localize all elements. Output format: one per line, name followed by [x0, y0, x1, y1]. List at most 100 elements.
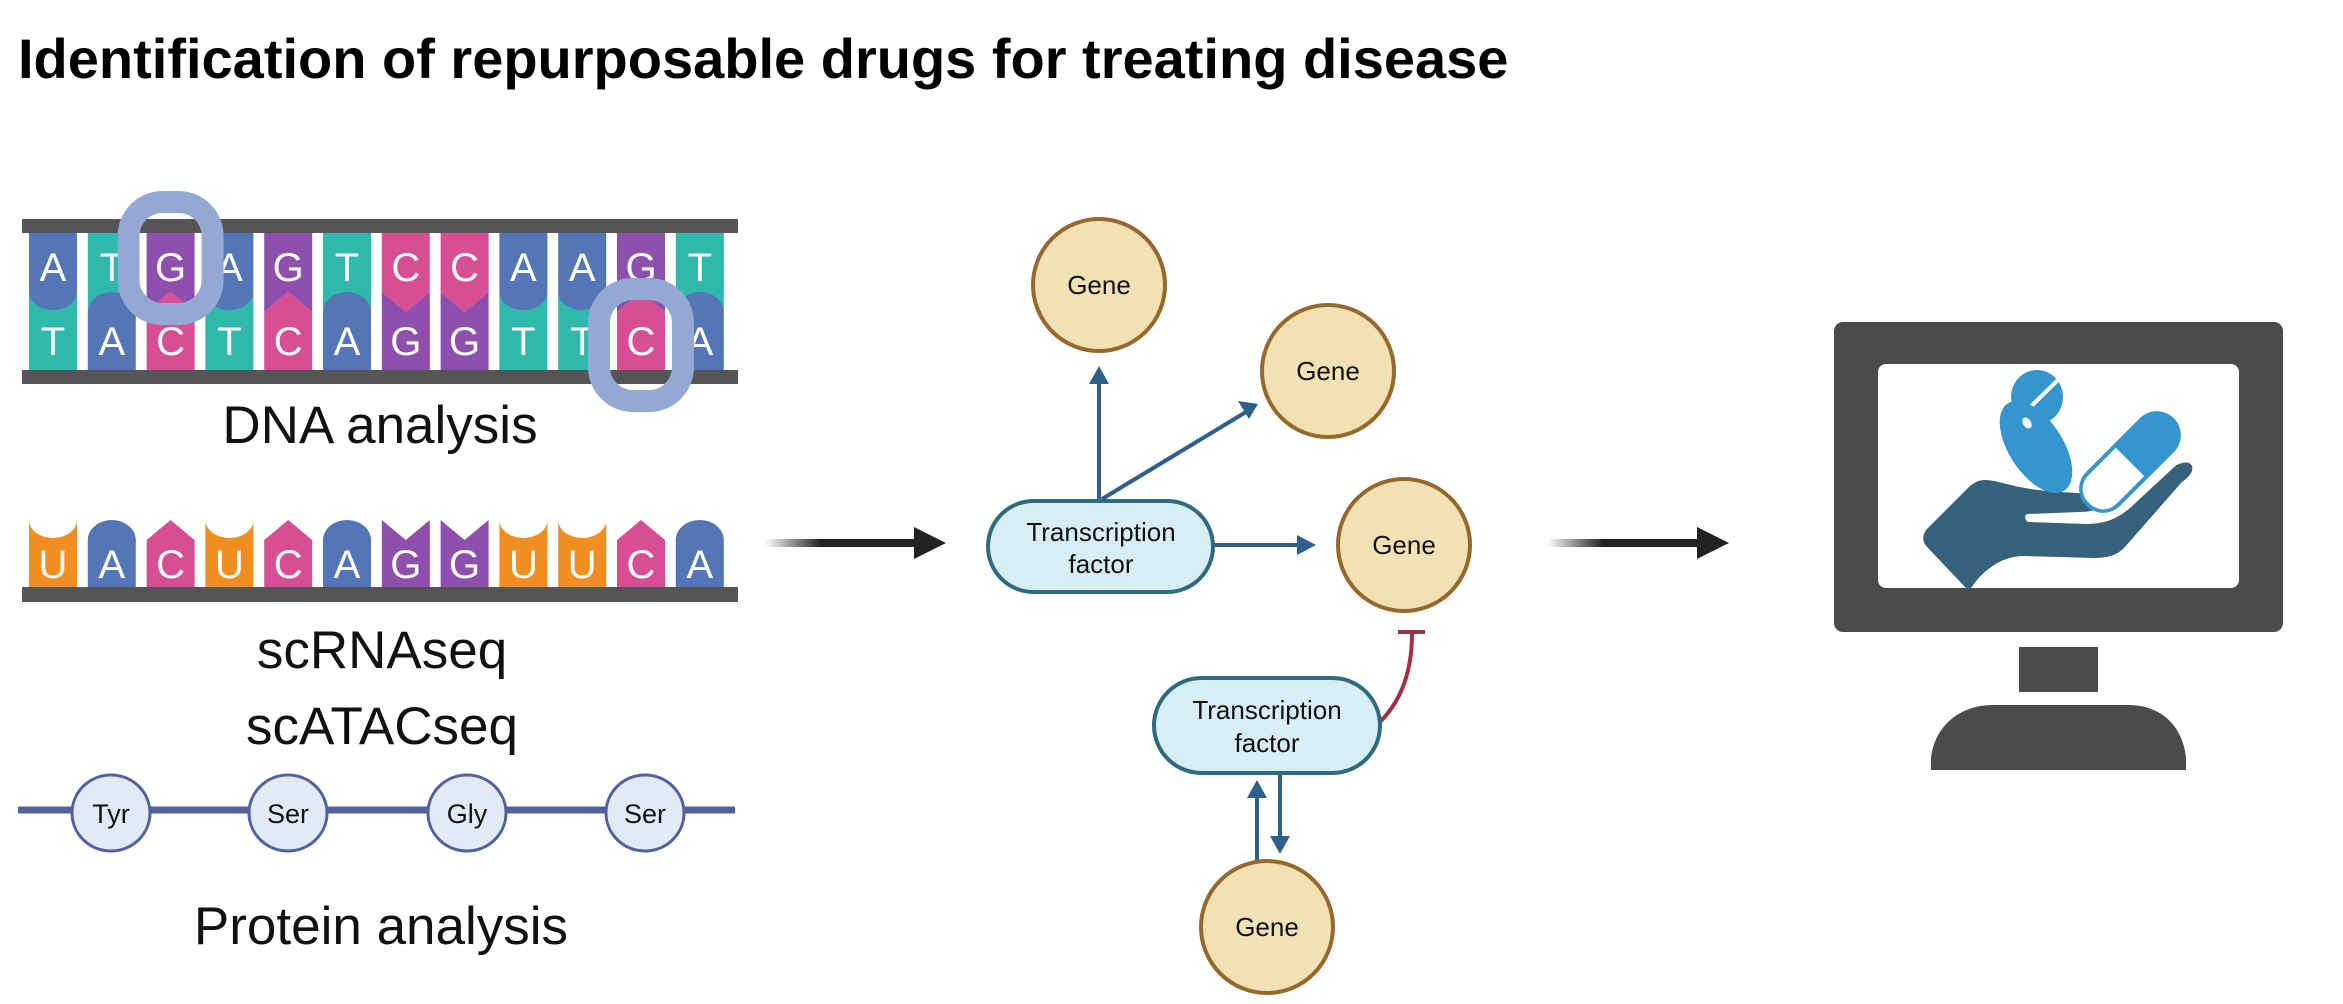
dna-top-base-9: A	[558, 233, 607, 312]
dna-bottom-base-letter: A	[334, 320, 361, 364]
dna-bottom-base-5: A	[323, 292, 371, 370]
edge-tf-to-gene-2-head	[1238, 401, 1258, 419]
oval-tablet	[1999, 400, 2073, 494]
rna-base-U-shape	[499, 520, 548, 587]
monitor-hand-pills-icon	[1834, 322, 2283, 770]
gene-node-4: Gene	[1199, 859, 1335, 995]
capsule	[2079, 411, 2181, 513]
rna-base-letter: A	[686, 543, 713, 587]
rna-base-A-shape	[675, 520, 724, 587]
dna-bottom-base-letter: T	[217, 320, 241, 364]
amino-acid-label: Ser	[624, 799, 666, 829]
monitor-neck	[2019, 647, 2098, 692]
rna-backbone	[22, 587, 738, 602]
amino-acid-label: Ser	[267, 799, 309, 829]
edge-tf-to-gene-3-head	[1297, 535, 1316, 555]
dna-top-base-7: C	[440, 233, 489, 312]
dna-bottom-base-C-shape	[264, 292, 313, 370]
rna-base-letter: G	[449, 543, 480, 587]
dna-top-base-A-shape	[499, 233, 548, 312]
gene-node-1: Gene	[1031, 217, 1167, 353]
dna-analysis-label: DNA analysis	[222, 396, 537, 455]
rna-base-8: U	[499, 520, 548, 587]
rna-base-C-shape	[264, 520, 313, 587]
rna-base-letter: C	[156, 543, 185, 587]
dna-top-base-letter: A	[569, 246, 596, 290]
dna-bottom-base-letter: G	[390, 320, 421, 364]
scrnaseq-label: scRNAseq	[257, 621, 507, 680]
rna-base-U-shape	[29, 520, 77, 587]
amino-acid-label: Tyr	[92, 799, 130, 829]
flow-arrow-1-head	[914, 527, 946, 559]
dna-top-base-letter: C	[391, 246, 420, 290]
rna-base-letter: A	[98, 543, 125, 587]
gene-4-label: Gene	[1235, 912, 1299, 942]
rna-base-letter: G	[390, 543, 421, 587]
dna-top-base-letter: T	[688, 246, 712, 290]
dna-top-base-0: A	[29, 233, 77, 312]
dna-highlight-rings	[117, 191, 694, 412]
rna-base-11: A	[675, 520, 724, 587]
amino-acid-circle	[70, 773, 152, 853]
figure-title: Identification of repurposable drugs for…	[18, 27, 1508, 90]
flow-arrow-2-head	[1697, 527, 1729, 559]
rna-base-U-shape	[558, 520, 607, 587]
dna-bottom-base-G-shape	[381, 292, 430, 370]
dna-top-base-A-shape	[558, 233, 607, 312]
rna-base-letter: U	[568, 543, 597, 587]
dna-bottom-base-letter: C	[274, 320, 303, 364]
rna-base-9: U	[558, 520, 607, 587]
transcription-factor-node-1: Transcription factor	[986, 499, 1215, 594]
dna-bottom-base-6: G	[381, 292, 430, 370]
dna-bottom-base-letter: G	[449, 320, 480, 364]
rna-base-5: A	[323, 520, 371, 587]
rna-base-letter: C	[627, 543, 656, 587]
edge-tf2-to-gene-4-head	[1270, 836, 1290, 854]
dna-bottom-base-A-shape	[323, 292, 371, 370]
dna-bottom-base-4: C	[264, 292, 313, 370]
network-edges	[1089, 366, 1425, 862]
monitor-base	[1931, 705, 2186, 770]
dna-bottom-base-3: T	[205, 292, 254, 370]
dna-bottom-base-T-shape	[29, 292, 77, 370]
rna-base-letter: C	[274, 543, 303, 587]
gene-3-label: Gene	[1372, 530, 1436, 560]
dna-bottom-base-A-shape	[87, 292, 136, 370]
rna-base-A-shape	[87, 520, 136, 587]
dna-top-base-letter: G	[155, 246, 186, 290]
amino-acid-tyr: Tyr	[70, 773, 152, 853]
dna-bottom-base-C-shape	[617, 292, 665, 370]
tf-1-line-2: factor	[1068, 549, 1133, 579]
highlight-ring-1	[588, 278, 694, 412]
dna-bottom-backbone	[22, 370, 738, 384]
dna-top-base-8: A	[499, 233, 548, 312]
flow-arrow-1	[765, 527, 946, 559]
edge-gene-4-to-tf2-head	[1247, 780, 1267, 798]
dna-bottom-base-letter: A	[98, 320, 125, 364]
rna-base-letter: U	[215, 543, 244, 587]
dna-top-base-5: T	[323, 233, 371, 312]
rna-base-letter: A	[334, 543, 361, 587]
dna-top-base-T-shape	[323, 233, 371, 312]
dna-top-base-C-shape	[381, 233, 430, 312]
dna-top-base-C-shape	[440, 233, 489, 312]
dna-top-base-2: G	[146, 233, 195, 312]
dna-top-base-letter: C	[450, 246, 479, 290]
flow-arrow-2-shaft	[1547, 539, 1707, 547]
amino-acid-circle	[604, 773, 686, 853]
rna-base-letter: U	[39, 543, 68, 587]
gene-1-label: Gene	[1067, 270, 1131, 300]
highlight-ring-0	[117, 191, 224, 325]
dna-top-base-G-shape	[264, 233, 313, 312]
edge-tf-to-gene-1-head	[1089, 366, 1109, 384]
pills-icon	[1999, 370, 2181, 513]
rna-base-3: U	[205, 520, 254, 587]
dna-bottom-base-7: G	[440, 292, 489, 370]
dna-bottom-base-letter: C	[627, 320, 656, 364]
rna-base-G-shape	[381, 520, 430, 587]
flow-arrow-1-shaft	[765, 539, 925, 547]
